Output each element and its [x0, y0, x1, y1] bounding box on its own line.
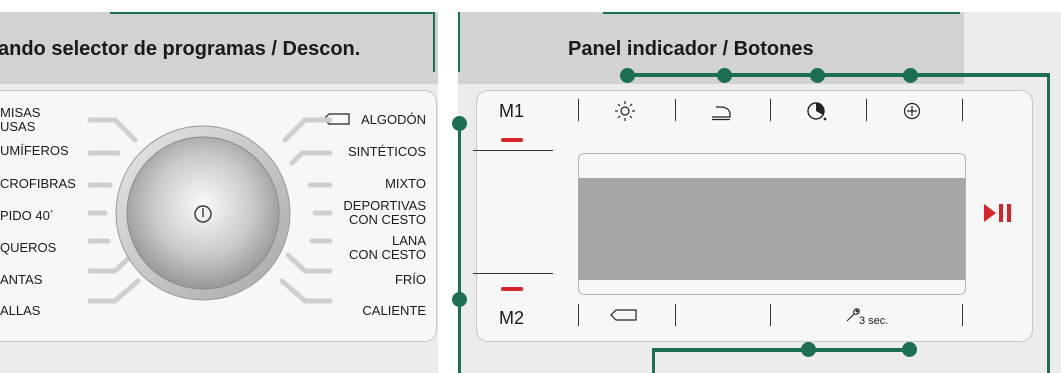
program-label: FRÍO [394, 272, 426, 287]
sun-icon[interactable] [614, 100, 636, 122]
program-label: PIDO 40´ [0, 208, 55, 223]
button-separator [962, 99, 963, 121]
callout-dot [452, 116, 467, 131]
long-press-label: 3 sec. [859, 315, 889, 327]
program-label: QUEROS [0, 240, 57, 255]
iron-icon[interactable] [709, 103, 733, 121]
callout-dot [902, 342, 917, 357]
button-separator [962, 304, 963, 326]
section-frame-line [603, 12, 960, 14]
program-label: USAS [0, 119, 36, 134]
section-frame-line [110, 12, 433, 14]
program-label: CON CESTO [348, 247, 426, 262]
memory-1-indicator [501, 138, 523, 142]
program-label: ALGODÓN [360, 112, 426, 127]
basket-icon[interactable] [610, 308, 638, 322]
program-label: UMÍFEROS [0, 143, 69, 158]
display-title: Panel indicador / Botones [568, 38, 814, 60]
plus-circle-icon[interactable] [902, 101, 922, 121]
program-label: SINTÉTICOS [347, 144, 426, 159]
timer-icon[interactable] [806, 100, 828, 122]
display-header [458, 12, 964, 84]
button-separator [866, 99, 867, 121]
button-separator [770, 304, 771, 326]
callout-line [458, 122, 461, 373]
program-label: CROFIBRAS [0, 176, 76, 191]
callout-dot [620, 68, 635, 83]
wrench-icon[interactable] [845, 307, 861, 323]
callout-line [627, 73, 1050, 77]
callout-dot [717, 68, 732, 83]
section-frame-line [458, 12, 460, 72]
button-separator [675, 99, 676, 121]
program-label: DEPORTIVAS [343, 198, 426, 213]
program-label: MISAS [0, 105, 41, 120]
memory-divider [473, 150, 553, 151]
lcd-screen [578, 178, 965, 280]
button-separator [770, 99, 771, 121]
callout-line [652, 348, 910, 352]
callout-dot [810, 68, 825, 83]
program-label: MIXTO [385, 176, 426, 191]
program-label: LANA [392, 233, 426, 248]
callout-dot [452, 292, 467, 307]
memory-2-label[interactable]: M2 [499, 308, 525, 328]
callout-dot [801, 342, 816, 357]
section-frame-line [433, 12, 435, 72]
callout-dot [903, 68, 918, 83]
program-label: CON CESTO [348, 212, 426, 227]
callout-line [1047, 73, 1050, 373]
program-selector-header [0, 12, 438, 84]
program-label: ALLAS [0, 303, 41, 318]
callout-line [652, 348, 655, 373]
program-label: ANTAS [0, 272, 43, 287]
memory-divider [473, 273, 553, 274]
program-label: CALIENTE [362, 303, 426, 318]
memory-1-label[interactable]: M1 [499, 101, 525, 121]
play-pause-icon[interactable] [983, 203, 1015, 223]
memory-2-indicator [501, 287, 523, 291]
program-selector-title: ando selector de programas / Descon. [0, 38, 361, 60]
power-icon [194, 205, 212, 223]
button-separator [675, 304, 676, 326]
button-separator [578, 304, 579, 326]
button-separator [578, 99, 579, 121]
